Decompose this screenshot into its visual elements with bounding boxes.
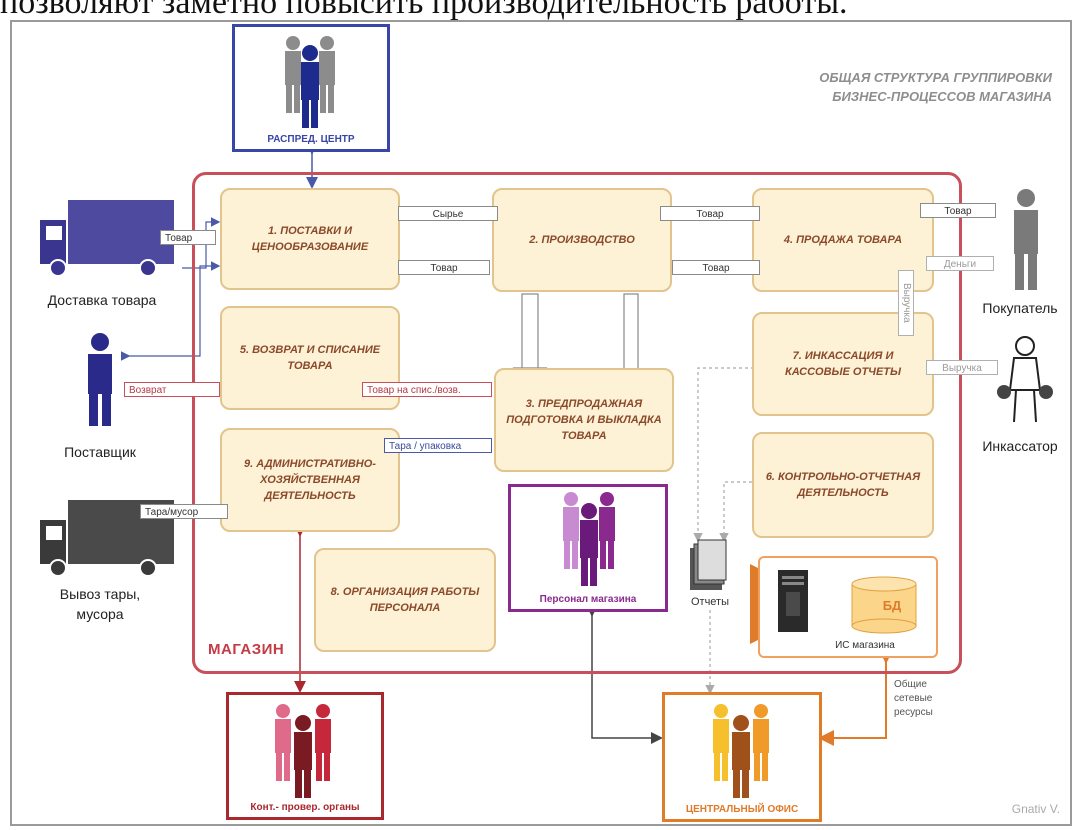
link-supplier-p1 (120, 261, 221, 361)
flow-tovar-24b: Товар (672, 260, 760, 275)
flow-tovar-24a: Товар (660, 206, 760, 221)
shared-line-1: Общие (894, 679, 927, 690)
delivery-label: Доставка товара (47, 292, 157, 308)
collector-person-icon (997, 336, 1053, 423)
is-box[interactable]: БД ИС магазина (758, 556, 938, 658)
office-label: ЦЕНТРАЛЬНЫЙ ОФИС (685, 804, 799, 815)
group-people-icon (275, 704, 331, 798)
distrib-label: РАСПРЕД. ЦЕНТР (267, 134, 355, 145)
flow-tovar-in: Товар (160, 230, 216, 245)
flow-tara-musor: Тара/мусор (140, 504, 228, 519)
process-2[interactable]: 2. ПРОИЗВОДСТВО (492, 188, 672, 292)
waste-label-line-2: мусора (76, 606, 124, 622)
store-label: МАГАЗИН (208, 641, 285, 658)
is-label: ИС магазина (835, 640, 895, 651)
control-box[interactable]: Конт.- провер. органы (226, 692, 384, 820)
flow-tovar-out: Товар (920, 203, 996, 218)
reports-label: Отчеты (690, 596, 730, 608)
supplier-person-icon (88, 333, 112, 426)
group-people-icon (563, 492, 615, 586)
flow-tara: Тара / упаковка (384, 438, 492, 453)
flow-vyruchka-vertical: Выручка (898, 270, 914, 336)
waste-label-line-1: Вывоз тары, (59, 586, 141, 602)
control-label: Конт.- провер. органы (250, 802, 360, 813)
store-boundary (192, 172, 962, 674)
process-6[interactable]: 6. КОНТРОЛЬНО-ОТЧЕТНАЯ ДЕЯТЕЛЬНОСТЬ (752, 432, 934, 538)
shared-line-3: ресурсы (894, 707, 933, 718)
flow-dengi: Деньги (926, 256, 994, 271)
collector-label: Инкассатор (982, 438, 1058, 454)
distrib-center[interactable]: РАСПРЕД. ЦЕНТР (232, 24, 390, 152)
title-line-2: БИЗНЕС-ПРОЦЕССОВ МАГАЗИНА (832, 89, 1052, 104)
staff-label: Персонал магазина (539, 594, 637, 605)
link-p6-reports (719, 481, 752, 543)
waste-label: Вывоз тары, мусора (30, 584, 170, 624)
database-icon (851, 576, 917, 634)
top-text: позволяют заметно повысить производитель… (0, 0, 848, 21)
shared-line-2: сетевые (894, 693, 933, 704)
process-1[interactable]: 1. ПОСТАВКИ И ЦЕНООБРАЗОВАНИЕ (220, 188, 400, 290)
supplier-label: Поставщик (64, 444, 136, 460)
process-8[interactable]: 8. ОРГАНИЗАЦИЯ РАБОТЫ ПЕРСОНАЛА (314, 548, 496, 652)
link-is-office (818, 648, 894, 746)
flow-syrye: Сырье (398, 206, 498, 221)
reports-icon (690, 539, 727, 590)
group-people-icon (285, 36, 335, 128)
buyer-person-icon (1014, 189, 1038, 290)
link-staff-office (586, 605, 663, 744)
group-people-icon (713, 704, 769, 798)
db-label: БД (882, 598, 902, 613)
office-box[interactable]: ЦЕНТРАЛЬНЫЙ ОФИС (662, 692, 822, 822)
process-9[interactable]: 9. АДМИНИСТРАТИВНО-ХОЗЯЙСТВЕННАЯ ДЕЯТЕЛЬ… (220, 428, 400, 532)
buyer-label: Покупатель (982, 300, 1058, 316)
flow-tovar-12: Товар (398, 260, 490, 275)
flow-spisanie: Товар на спис./возв. (362, 382, 492, 397)
diagram-title: ОБЩАЯ СТРУКТУРА ГРУППИРОВКИ БИЗНЕС-ПРОЦЕ… (819, 68, 1052, 106)
is-graphics (778, 570, 917, 634)
delivery-truck-icon (40, 200, 174, 277)
flow-vyruchka: Выручка (926, 360, 998, 375)
server-icon (778, 570, 808, 632)
shared-resources-label: Общие сетевые ресурсы (894, 678, 933, 720)
process-3[interactable]: 3. ПРЕДПРОДАЖНАЯ ПОДГОТОВКА И ВЫКЛАДКА Т… (494, 368, 674, 472)
link-p4-reports (693, 367, 760, 543)
flow-vozvrat: Возврат (124, 382, 220, 397)
title-line-1: ОБЩАЯ СТРУКТУРА ГРУППИРОВКИ (819, 70, 1052, 85)
staff-box[interactable]: Персонал магазина (508, 484, 668, 612)
signature: Gnativ V. (1011, 802, 1060, 816)
